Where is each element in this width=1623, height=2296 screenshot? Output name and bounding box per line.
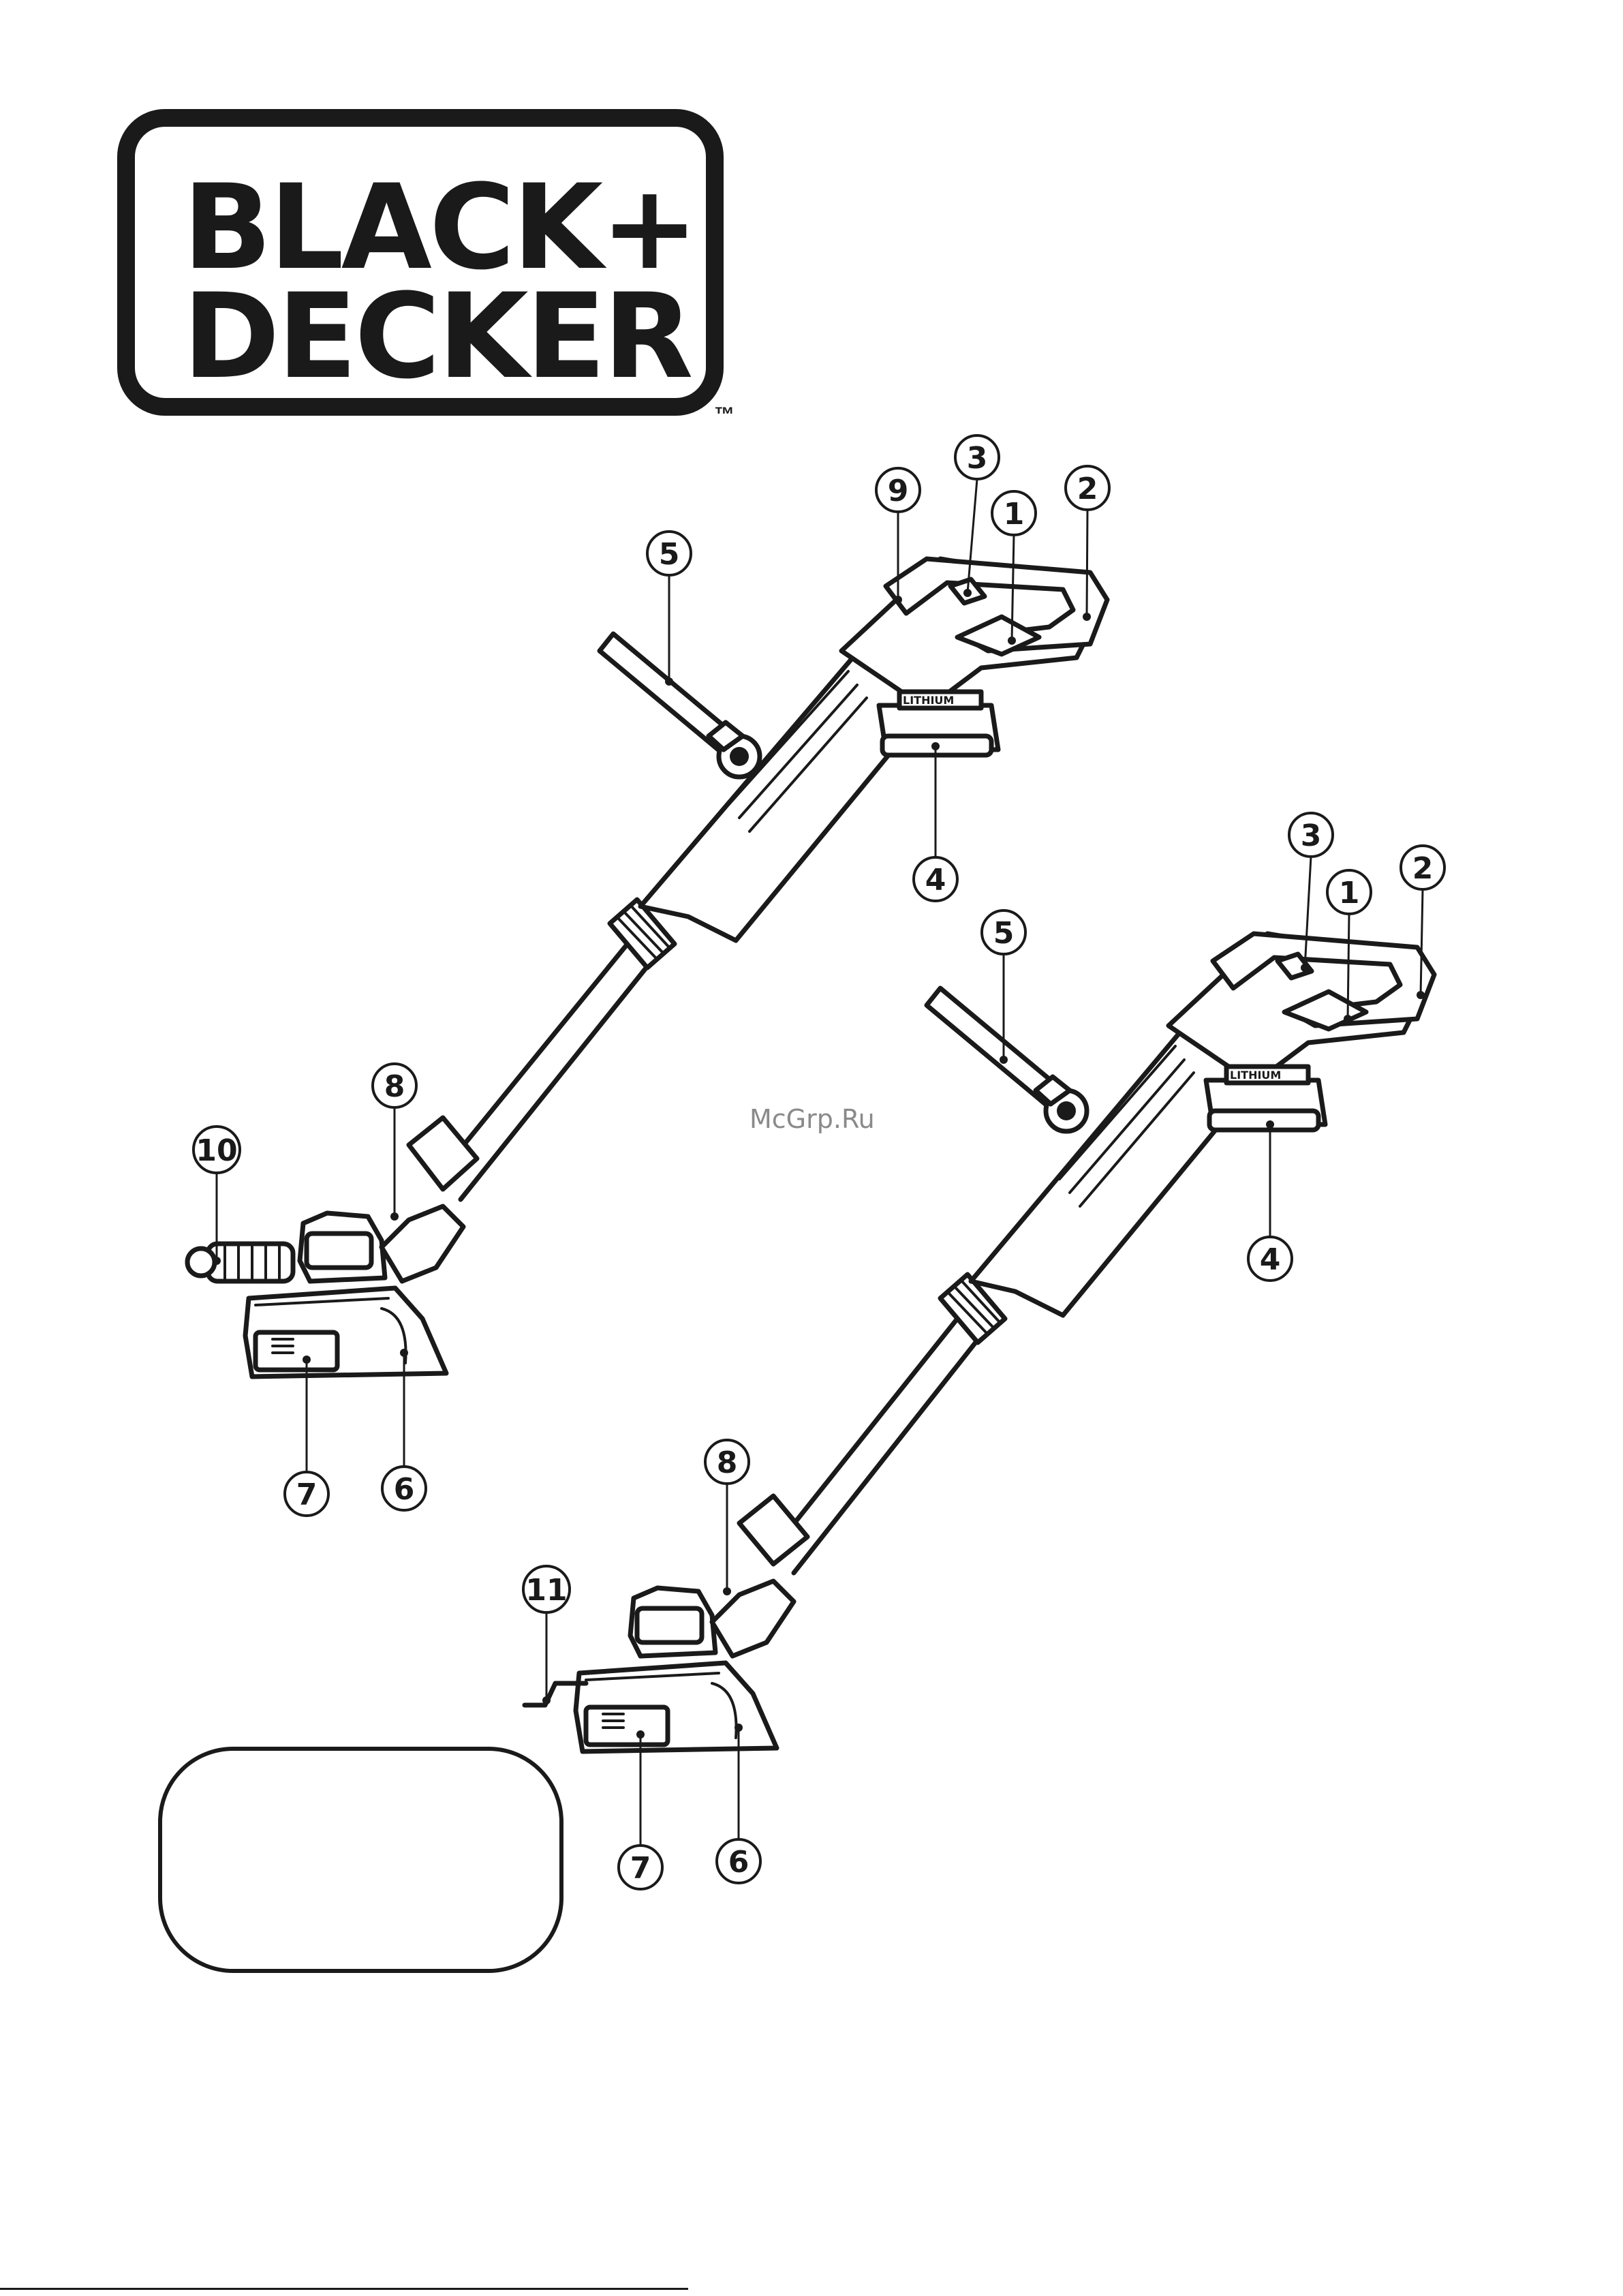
callout-a-5-label: 5	[659, 537, 680, 572]
callout-a-1-label: 1	[1004, 497, 1025, 532]
callout-a-3-label: 3	[967, 441, 988, 476]
callout-a-8-label: 8	[384, 1069, 405, 1104]
callout-b-6-label: 6	[728, 1845, 749, 1880]
callout-a-9-label: 9	[888, 474, 909, 508]
battery-label-b: LITHIUM	[1230, 1069, 1281, 1082]
callout-b-3-label: 3	[1301, 818, 1322, 853]
callout-a-2-label: 2	[1077, 472, 1098, 506]
watermark-text: McGrp.Ru	[749, 1104, 875, 1134]
string-trimmer-a: LITHIUM	[187, 559, 1107, 1377]
callout-b-2-label: 2	[1412, 851, 1434, 886]
callout-a-4-label: 4	[925, 863, 946, 898]
callout-b-5-label: 5	[993, 916, 1015, 951]
callout-a-10-label: 10	[196, 1133, 237, 1168]
callout-b-1-label: 1	[1339, 876, 1360, 910]
footer-rule	[0, 2288, 688, 2290]
callout-b-7-label: 7	[630, 1851, 651, 1886]
callout-b-11-label: 11	[525, 1573, 567, 1608]
battery-label-a: LITHIUM	[903, 694, 954, 707]
string-trimmer-b: LITHIUM	[525, 934, 1434, 1751]
callout-b-8-label: 8	[717, 1445, 738, 1480]
rating-label-box	[158, 1747, 563, 1973]
callout-a-7-label: 7	[296, 1478, 318, 1512]
callout-a-6-label: 6	[394, 1472, 415, 1507]
callout-b-4-label: 4	[1260, 1242, 1281, 1277]
